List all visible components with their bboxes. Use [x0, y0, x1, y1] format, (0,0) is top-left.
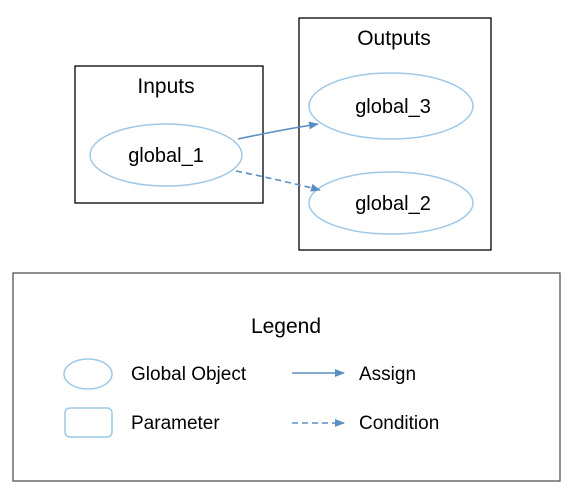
legend-parameter-label: Parameter: [131, 413, 220, 434]
inputs-cluster-label: Inputs: [137, 75, 194, 98]
legend-title: Legend: [251, 315, 321, 338]
legend-box: Legend Global Object Parameter Assign Co…: [12, 272, 561, 482]
node-global-3-label: global_3: [355, 96, 431, 118]
legend-condition-label: Condition: [359, 413, 439, 434]
edge-assign-global-1-to-global-3: [237, 121, 319, 140]
node-global-1-label: global_1: [128, 145, 204, 167]
node-global-2[interactable]: global_2: [308, 171, 474, 235]
edge-condition-global-1-to-global-2: [235, 170, 321, 192]
outputs-cluster-label: Outputs: [357, 27, 431, 50]
node-global-1[interactable]: global_1: [89, 123, 243, 187]
legend-global-object-label: Global Object: [131, 364, 247, 385]
legend-assign-label: Assign: [359, 364, 416, 385]
legend-global-object-swatch: [63, 358, 113, 390]
node-global-3[interactable]: global_3: [308, 72, 474, 140]
outputs-cluster: Outputs: [298, 17, 492, 251]
legend-parameter-swatch: [64, 407, 113, 438]
node-global-2-label: global_2: [355, 193, 431, 215]
